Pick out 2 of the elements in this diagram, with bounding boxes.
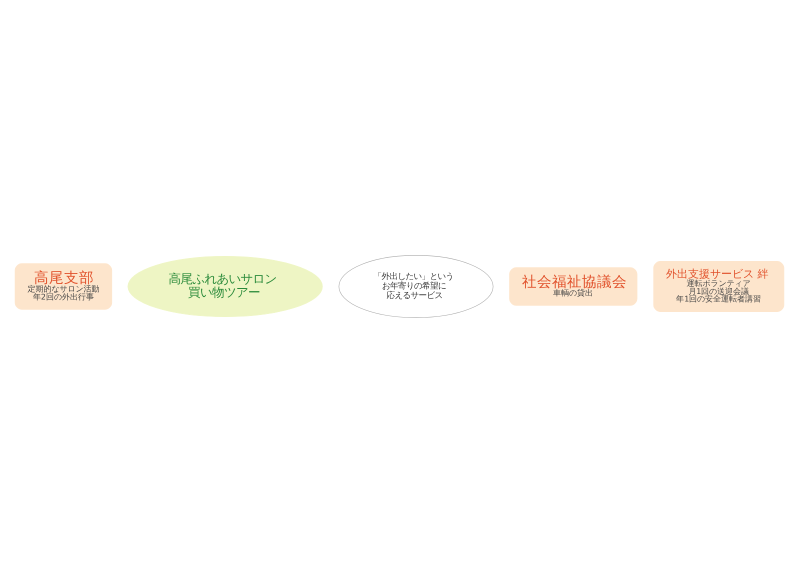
node-ellipse: 高尾ふれあいサロン 買い物ツアー xyxy=(128,256,323,317)
node-ellipse: 「外出したい」という お年寄りの希望に 応えるサービス xyxy=(338,255,494,318)
